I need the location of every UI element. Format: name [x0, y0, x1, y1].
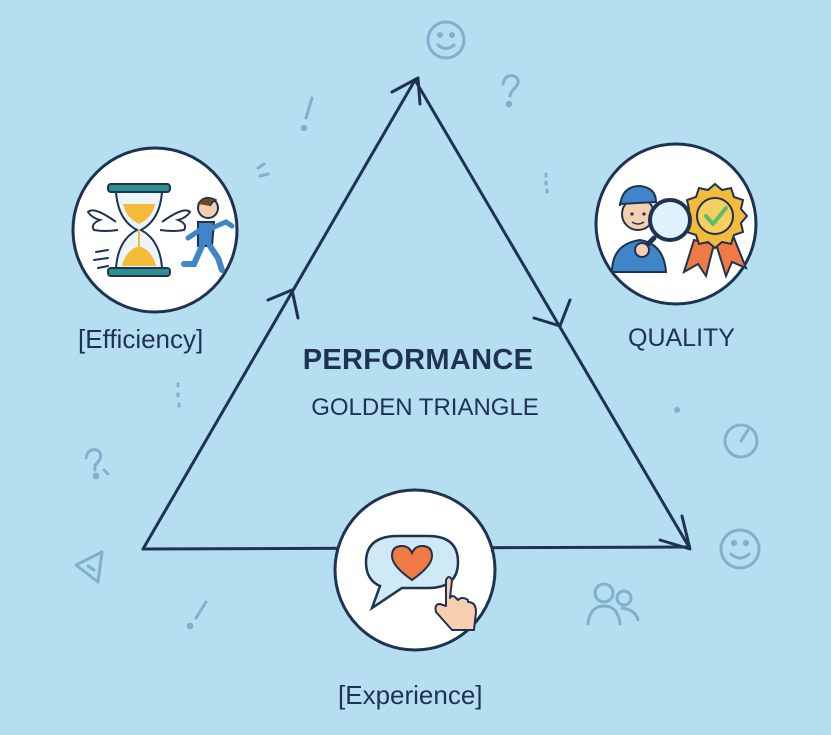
smiley-icon	[426, 20, 466, 60]
users-icon	[586, 582, 640, 626]
arrowhead-top	[390, 76, 422, 106]
triangle-edge-right	[413, 78, 691, 549]
smiley-icon	[719, 528, 761, 570]
heart-chat-click-icon	[333, 488, 497, 652]
node-label-quality: QUALITY	[628, 324, 735, 352]
question-mark-icon	[501, 74, 520, 108]
question-mark-icon	[84, 448, 110, 480]
play-icon	[74, 550, 104, 584]
diagram-subtitle: GOLDEN TRIANGLE	[311, 394, 539, 421]
arrowhead-right-mid	[532, 298, 572, 328]
hourglass-runner-icon	[71, 146, 239, 314]
inspector-badge-icon	[594, 142, 758, 306]
node-label-experience: [Experience]	[338, 680, 483, 710]
triangle-edge-left	[141, 78, 417, 551]
exclamation-icon	[186, 600, 208, 630]
dot-mark	[674, 407, 680, 413]
dash-mark	[256, 162, 270, 178]
background-decorations	[74, 20, 761, 630]
dots-mark	[176, 382, 181, 408]
dots-mark	[544, 172, 549, 194]
node-label-efficiency: [Efficiency]	[78, 324, 204, 354]
exclamation-icon	[300, 96, 314, 132]
diagram-title: PERFORMANCE	[302, 344, 534, 376]
arrowhead-bottom-right	[658, 514, 692, 551]
arrowhead-left-mid	[266, 288, 300, 320]
clock-icon	[723, 423, 759, 459]
